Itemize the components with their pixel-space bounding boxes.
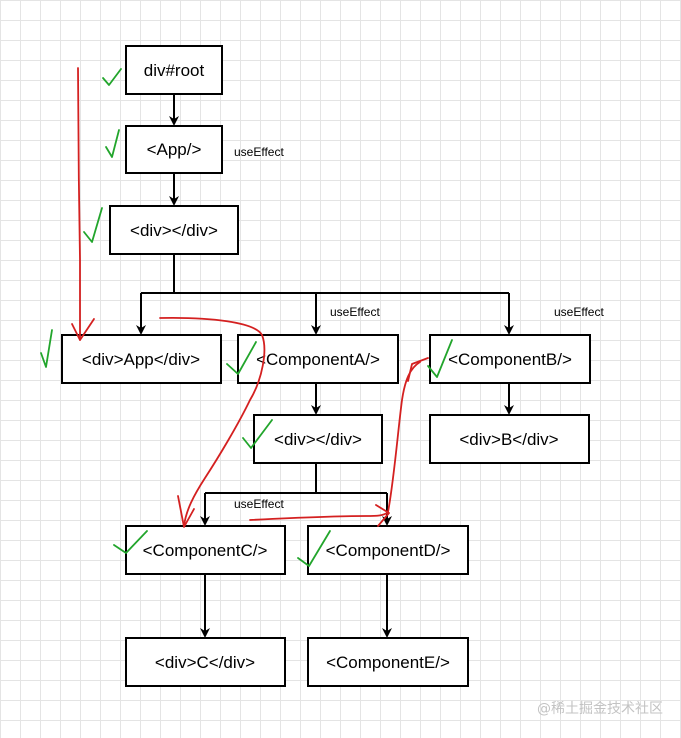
check-component-a-icon xyxy=(226,341,257,375)
node-div-2-label: <div></div> xyxy=(274,430,362,449)
traversal-to-component-c xyxy=(159,316,266,527)
traversal-b-arrowhead xyxy=(407,357,429,382)
node-component-a: <ComponentA/> xyxy=(237,334,399,384)
check-root-icon xyxy=(102,68,122,86)
node-component-b: <ComponentB/> xyxy=(429,334,591,384)
node-div-1: <div></div> xyxy=(109,205,239,255)
node-root: div#root xyxy=(125,45,223,95)
traversal-down-arrowhead xyxy=(71,318,95,341)
node-div-c: <div>C</div> xyxy=(125,637,286,687)
node-root-label: div#root xyxy=(144,61,205,80)
traversal-d-to-b xyxy=(387,361,421,513)
node-app: <App/> xyxy=(125,125,223,174)
traversal-c-to-d xyxy=(249,511,389,521)
check-div-app-icon xyxy=(40,329,53,368)
check-app-icon xyxy=(105,129,120,158)
node-component-e-label: <ComponentE/> xyxy=(326,653,450,672)
node-div-app: <div>App</div> xyxy=(61,334,222,384)
node-div-2: <div></div> xyxy=(253,414,383,464)
annotation-component-d-use-effect: useEffect xyxy=(234,497,284,511)
check-div-1-icon xyxy=(83,207,103,243)
traversal-down-stroke xyxy=(77,67,81,341)
node-app-label: <App/> xyxy=(147,140,202,159)
node-component-c: <ComponentC/> xyxy=(125,525,286,575)
watermark: @稀土掘金技术社区 xyxy=(537,701,663,717)
node-component-d-label: <ComponentD/> xyxy=(326,541,451,560)
node-component-d: <ComponentD/> xyxy=(307,525,469,575)
traversal-d-arrowhead xyxy=(375,504,390,527)
check-component-c-icon xyxy=(113,530,148,554)
annotation-component-a-use-effect: useEffect xyxy=(330,305,380,319)
traversal-path xyxy=(71,67,429,528)
completed-checks xyxy=(40,68,453,567)
node-component-e: <ComponentE/> xyxy=(307,637,469,687)
check-component-d-icon xyxy=(297,530,331,567)
traversal-c-arrowhead xyxy=(177,495,195,528)
node-div-app-label: <div>App</div> xyxy=(82,350,200,369)
node-component-c-label: <ComponentC/> xyxy=(143,541,268,560)
node-component-a-label: <ComponentA/> xyxy=(256,350,380,369)
check-component-b-icon xyxy=(427,339,453,378)
node-div-c-label: <div>C</div> xyxy=(155,653,255,672)
node-div-b-label: <div>B</div> xyxy=(459,430,558,449)
node-div-b: <div>B</div> xyxy=(429,414,590,464)
node-component-b-label: <ComponentB/> xyxy=(448,350,572,369)
node-div-1-label: <div></div> xyxy=(130,221,218,240)
tree-edges xyxy=(136,94,514,638)
check-div-2-icon xyxy=(242,419,273,449)
annotation-app-use-effect: useEffect xyxy=(234,145,284,159)
annotation-component-b-use-effect: useEffect xyxy=(554,305,604,319)
